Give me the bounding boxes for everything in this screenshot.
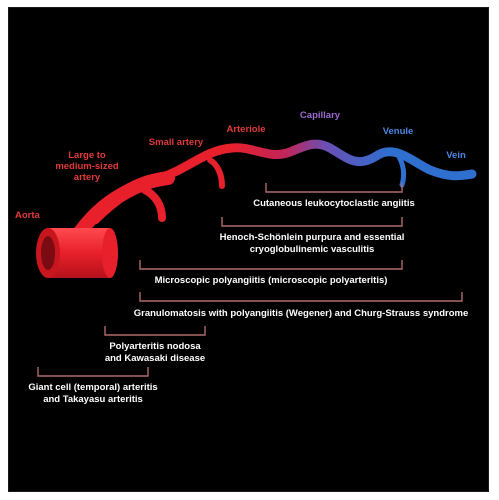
large-artery-branch bbox=[73, 171, 175, 239]
disease-ranges: Cutaneous leukocytoclastic angiitis Heno… bbox=[28, 183, 468, 405]
bracket-henoch bbox=[221, 217, 403, 227]
bracket-microscopic bbox=[139, 260, 403, 270]
bracket-granulomatosis bbox=[139, 292, 463, 302]
label-vein: Vein bbox=[446, 150, 466, 161]
label-large-artery-1: Large to bbox=[68, 150, 106, 161]
bracket-cutaneous bbox=[265, 183, 403, 193]
vessel-labels: Aorta Large to medium-sized artery Small… bbox=[15, 110, 466, 221]
label-giant-cell-2: and Takayasu arteritis bbox=[43, 394, 143, 405]
label-giant-cell-1: Giant cell (temporal) arteritis bbox=[28, 382, 157, 393]
label-henoch-2: cryoglobulinemic vasculitis bbox=[250, 244, 375, 255]
bracket-polyarteritis bbox=[104, 326, 206, 336]
label-capillary: Capillary bbox=[300, 110, 341, 121]
aorta-cylinder bbox=[36, 228, 118, 278]
label-large-artery-3: artery bbox=[74, 172, 101, 183]
vessel-tree bbox=[36, 139, 477, 278]
label-arteriole: Arteriole bbox=[226, 124, 265, 135]
label-granulomatosis: Granulomatosis with polyangiitis (Wegene… bbox=[134, 308, 469, 319]
label-polyarteritis-2: and Kawasaki disease bbox=[105, 353, 205, 364]
venule-branch bbox=[395, 152, 407, 188]
arteriole-branch bbox=[207, 157, 225, 189]
label-henoch-1: Henoch-Schönlein purpura and essential bbox=[220, 232, 405, 243]
label-microscopic: Microscopic polyangiitis (microscopic po… bbox=[155, 275, 388, 286]
bracket-giant-cell bbox=[37, 367, 149, 377]
label-polyarteritis-1: Polyarteritis nodosa bbox=[109, 341, 201, 352]
label-small-artery: Small artery bbox=[149, 137, 204, 148]
label-aorta: Aorta bbox=[15, 210, 41, 221]
label-large-artery-2: medium-sized bbox=[55, 161, 119, 172]
label-venule: Venule bbox=[383, 126, 414, 137]
small-artery-branch bbox=[141, 186, 166, 222]
label-cutaneous: Cutaneous leukocytoclastic angiitis bbox=[253, 198, 415, 209]
